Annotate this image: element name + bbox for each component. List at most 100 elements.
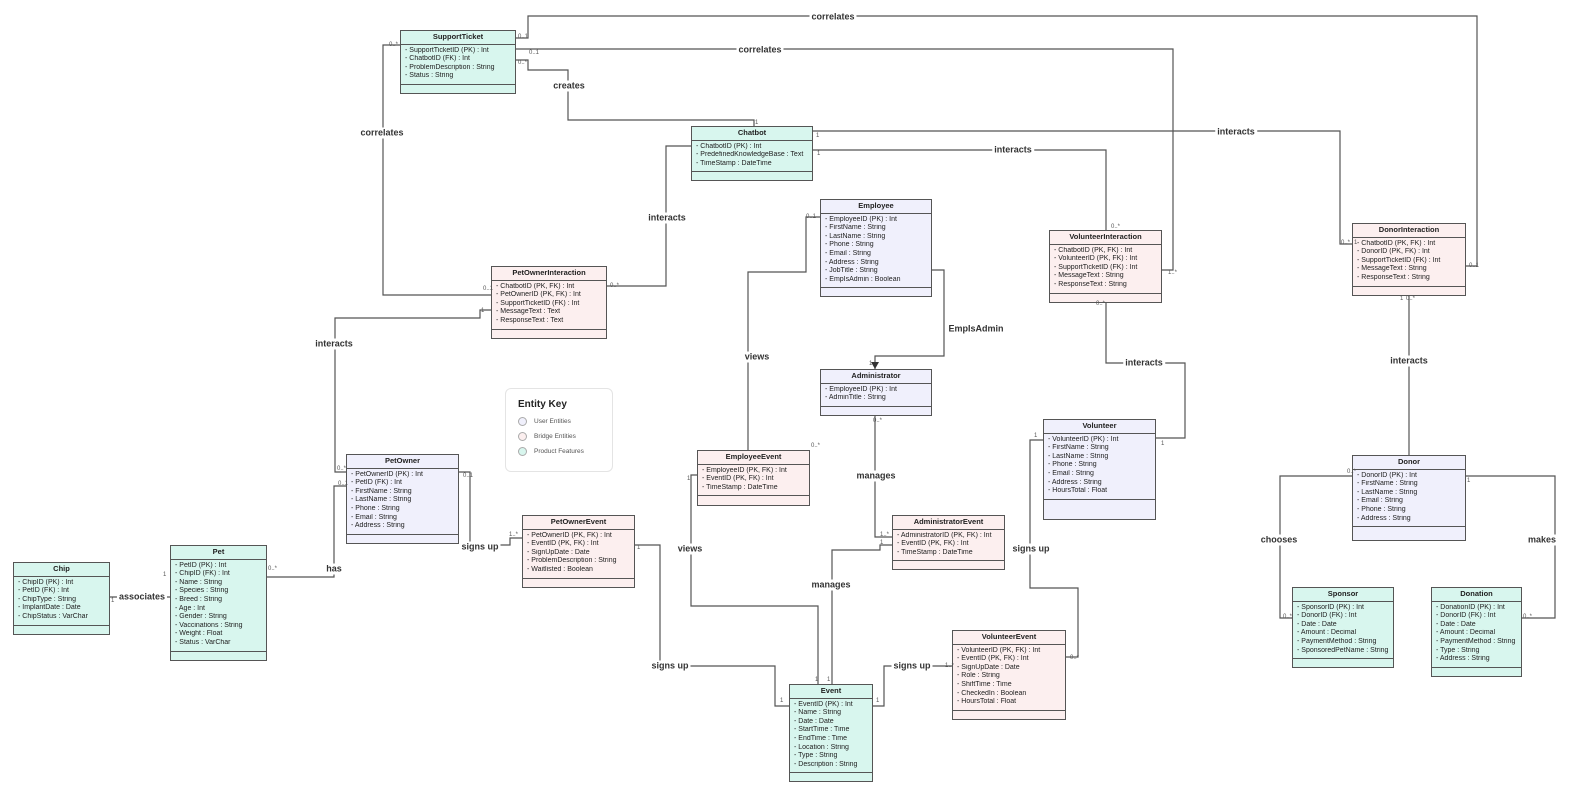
entity-donation[interactable]: Donation- DonationID (PK) : Int- DonorID… (1431, 587, 1522, 677)
entity-attribute: - FirstName : String (1048, 444, 1109, 452)
key-row-product: Product Features (518, 447, 600, 456)
entity-attribute: - PetOwnerID (PK) : Int (351, 470, 423, 478)
entity-attribute: - Phone : String (1357, 505, 1406, 513)
entity-attribute: - Phone : String (1048, 461, 1097, 469)
entity-chatbot[interactable]: Chatbot- ChatbotID (PK) : Int- Predefine… (691, 126, 813, 182)
multiplicity-label: 0..* (1111, 224, 1121, 230)
entity-attribute: - AdminTitle : String (825, 394, 886, 402)
multiplicity-label: 1 (780, 698, 784, 704)
entity-attribute: - EventID (PK, FK) : Int (897, 540, 969, 548)
entity-sponsor[interactable]: Sponsor- SponsorID (PK) : Int- DonorID (… (1292, 587, 1394, 669)
entity-attribute: - Email : String (825, 249, 871, 257)
entity-attribute: - EventID (PK) : Int (794, 700, 853, 708)
entity-donor[interactable]: Donor- DonorID (PK) : Int- FirstName : S… (1352, 455, 1466, 541)
entity-attribute: - SupportTicketID (FK) : Int (1054, 263, 1138, 271)
relationship-label-r18: makes (1525, 534, 1559, 546)
multiplicity-label: 1 (815, 677, 819, 683)
relationship-label-r22: signs up (649, 660, 691, 672)
multiplicity-label: 0..* (1406, 296, 1416, 302)
entity-attribute: - PredefinedKnowledgeBase : Text (696, 151, 804, 159)
entity-attribute: - ChipType : String (18, 595, 76, 603)
multiplicity-label: 1 (481, 308, 485, 314)
entity-administrator[interactable]: Administrator- EmployeeID (PK) : Int- Ad… (820, 369, 932, 416)
entity-attribute: - StartTime : Time (794, 726, 850, 734)
line-administrator-administratorevent (874, 416, 892, 538)
entity-attributes: - DonationID (PK) : Int- DonorID (FK) : … (1432, 602, 1521, 668)
multiplicity-label: 0..* (1283, 614, 1293, 620)
entity-donorinteraction[interactable]: DonorInteraction- ChatbotID (PK, FK) : I… (1352, 223, 1466, 296)
entity-attributes: - PetOwnerID (PK, FK) : Int- EventID (PK… (523, 530, 634, 579)
entity-attribute: - DonorID (PK) : Int (1357, 471, 1417, 479)
entity-attribute: - ChatbotID (FK) : Int (405, 55, 470, 63)
relationship-label-r19: associates (116, 591, 168, 603)
entity-attribute: - HoursTotal : Float (957, 698, 1017, 706)
line-chatbot-donorinteraction (813, 130, 1352, 245)
entity-attribute: - ShiftTime : Time (957, 680, 1012, 688)
relationship-label-r21: signs up (459, 541, 501, 553)
line-employee-administrator (874, 269, 945, 369)
relationship-label-r16: manages (809, 579, 853, 591)
relationship-label-r8: interacts (313, 338, 355, 350)
entity-chip[interactable]: Chip- ChipID (PK) : Int- PetID (FK) : In… (13, 562, 110, 635)
entity-event[interactable]: Event- EventID (PK) : Int- Name : String… (789, 684, 873, 783)
entity-attribute: - Breed : String (175, 595, 223, 603)
entity-volunteerevent[interactable]: VolunteerEvent- VolunteerID (PK, FK) : I… (952, 630, 1066, 720)
entity-attribute: - Phone : String (351, 504, 400, 512)
entity-operations (1050, 294, 1161, 302)
entity-attribute: - Email : String (351, 513, 397, 521)
entity-attribute: - ProblemDescription : String (527, 557, 617, 565)
entity-operations (492, 330, 606, 338)
line-petownerevent-event (635, 544, 789, 707)
multiplicity-label: 0..1 (1469, 263, 1480, 269)
entity-attribute: - SignUpDate : Date (527, 548, 590, 556)
multiplicity-label: 0..* (1523, 614, 1533, 620)
entity-attribute: - DonationID (PK) : Int (1436, 603, 1505, 611)
entity-employee[interactable]: Employee- EmployeeID (PK) : Int- FirstNa… (820, 199, 932, 298)
line-supportticket-donorinteraction (516, 15, 1478, 267)
entity-volunteerinteraction[interactable]: VolunteerInteraction- ChatbotID (PK, FK)… (1049, 230, 1162, 303)
entity-attribute: - Status : VarChar (175, 638, 231, 646)
line-petownerinteraction-petowner (334, 309, 491, 473)
multiplicity-label: 0..* (811, 443, 821, 449)
entity-attributes: - SponsorID (PK) : Int- DonorID (FK) : I… (1293, 602, 1393, 660)
entity-attribute: - SignUpDate : Date (957, 663, 1020, 671)
entity-title: VolunteerInteraction (1050, 231, 1161, 245)
entity-petowner[interactable]: PetOwner- PetOwnerID (PK) : Int- PetID (… (346, 454, 459, 544)
entity-petownerinteraction[interactable]: PetOwnerInteraction- ChatbotID (PK, FK) … (491, 266, 607, 339)
multiplicity-label: 1 (827, 677, 831, 683)
entity-attribute: - Species : String (175, 587, 229, 595)
entity-attribute: - EmpIsAdmin : Boolean (825, 275, 901, 283)
entity-petownerevent[interactable]: PetOwnerEvent- PetOwnerID (PK, FK) : Int… (522, 515, 635, 588)
entity-attribute: - Date : Date (1297, 620, 1337, 628)
relationship-label-r14: signs up (1010, 543, 1052, 555)
entity-supportticket[interactable]: SupportTicket- SupportTicketID (PK) : In… (400, 30, 516, 94)
entity-attribute: - EndTime : Time (794, 734, 848, 742)
swatch-user (518, 417, 527, 426)
entity-attribute: - ResponseText : String (1054, 280, 1127, 288)
entity-attribute: - LastName : String (1357, 488, 1418, 496)
multiplicity-label: 1 (163, 572, 167, 578)
entity-attribute: - EventID (PK, FK) : Int (702, 475, 774, 483)
entity-attribute: - Waitlisted : Boolean (527, 565, 593, 573)
key-label-product: Product Features (534, 448, 584, 455)
entity-employeeevent[interactable]: EmployeeEvent- EmployeeID (PK, FK) : Int… (697, 450, 810, 506)
entity-attributes: - ChipID (PK) : Int- PetID (FK) : Int- C… (14, 577, 109, 626)
entity-attribute: - TimeStamp : DateTime (702, 483, 778, 491)
multiplicity-label: 1 (880, 540, 884, 546)
entity-attribute: - Email : String (1357, 497, 1403, 505)
entity-pet[interactable]: Pet- PetID (PK) : Int- ChipID (FK) : Int… (170, 545, 267, 661)
multiplicity-label: 0..1 (463, 473, 474, 479)
relationship-label-r11: interacts (1123, 357, 1165, 369)
entity-attribute: - MessageText : String (1357, 265, 1427, 273)
entity-attribute: - Age : Int (175, 604, 205, 612)
entity-attribute: - HoursTotal : Float (1048, 487, 1108, 495)
entity-attribute: - VolunteerID (PK) : Int (1048, 435, 1119, 443)
entity-attribute: - Address : String (1048, 478, 1102, 486)
multiplicity-label: 1 (1467, 478, 1471, 484)
entity-volunteer[interactable]: Volunteer- VolunteerID (PK) : Int- First… (1043, 419, 1156, 520)
multiplicity-label: 1 (111, 598, 115, 604)
multiplicity-label: 0..1 (518, 34, 529, 40)
entity-title: Sponsor (1293, 588, 1393, 602)
entity-administratorevent[interactable]: AdministratorEvent- AdministratorID (PK,… (892, 515, 1005, 571)
relationship-label-r6: interacts (992, 144, 1034, 156)
